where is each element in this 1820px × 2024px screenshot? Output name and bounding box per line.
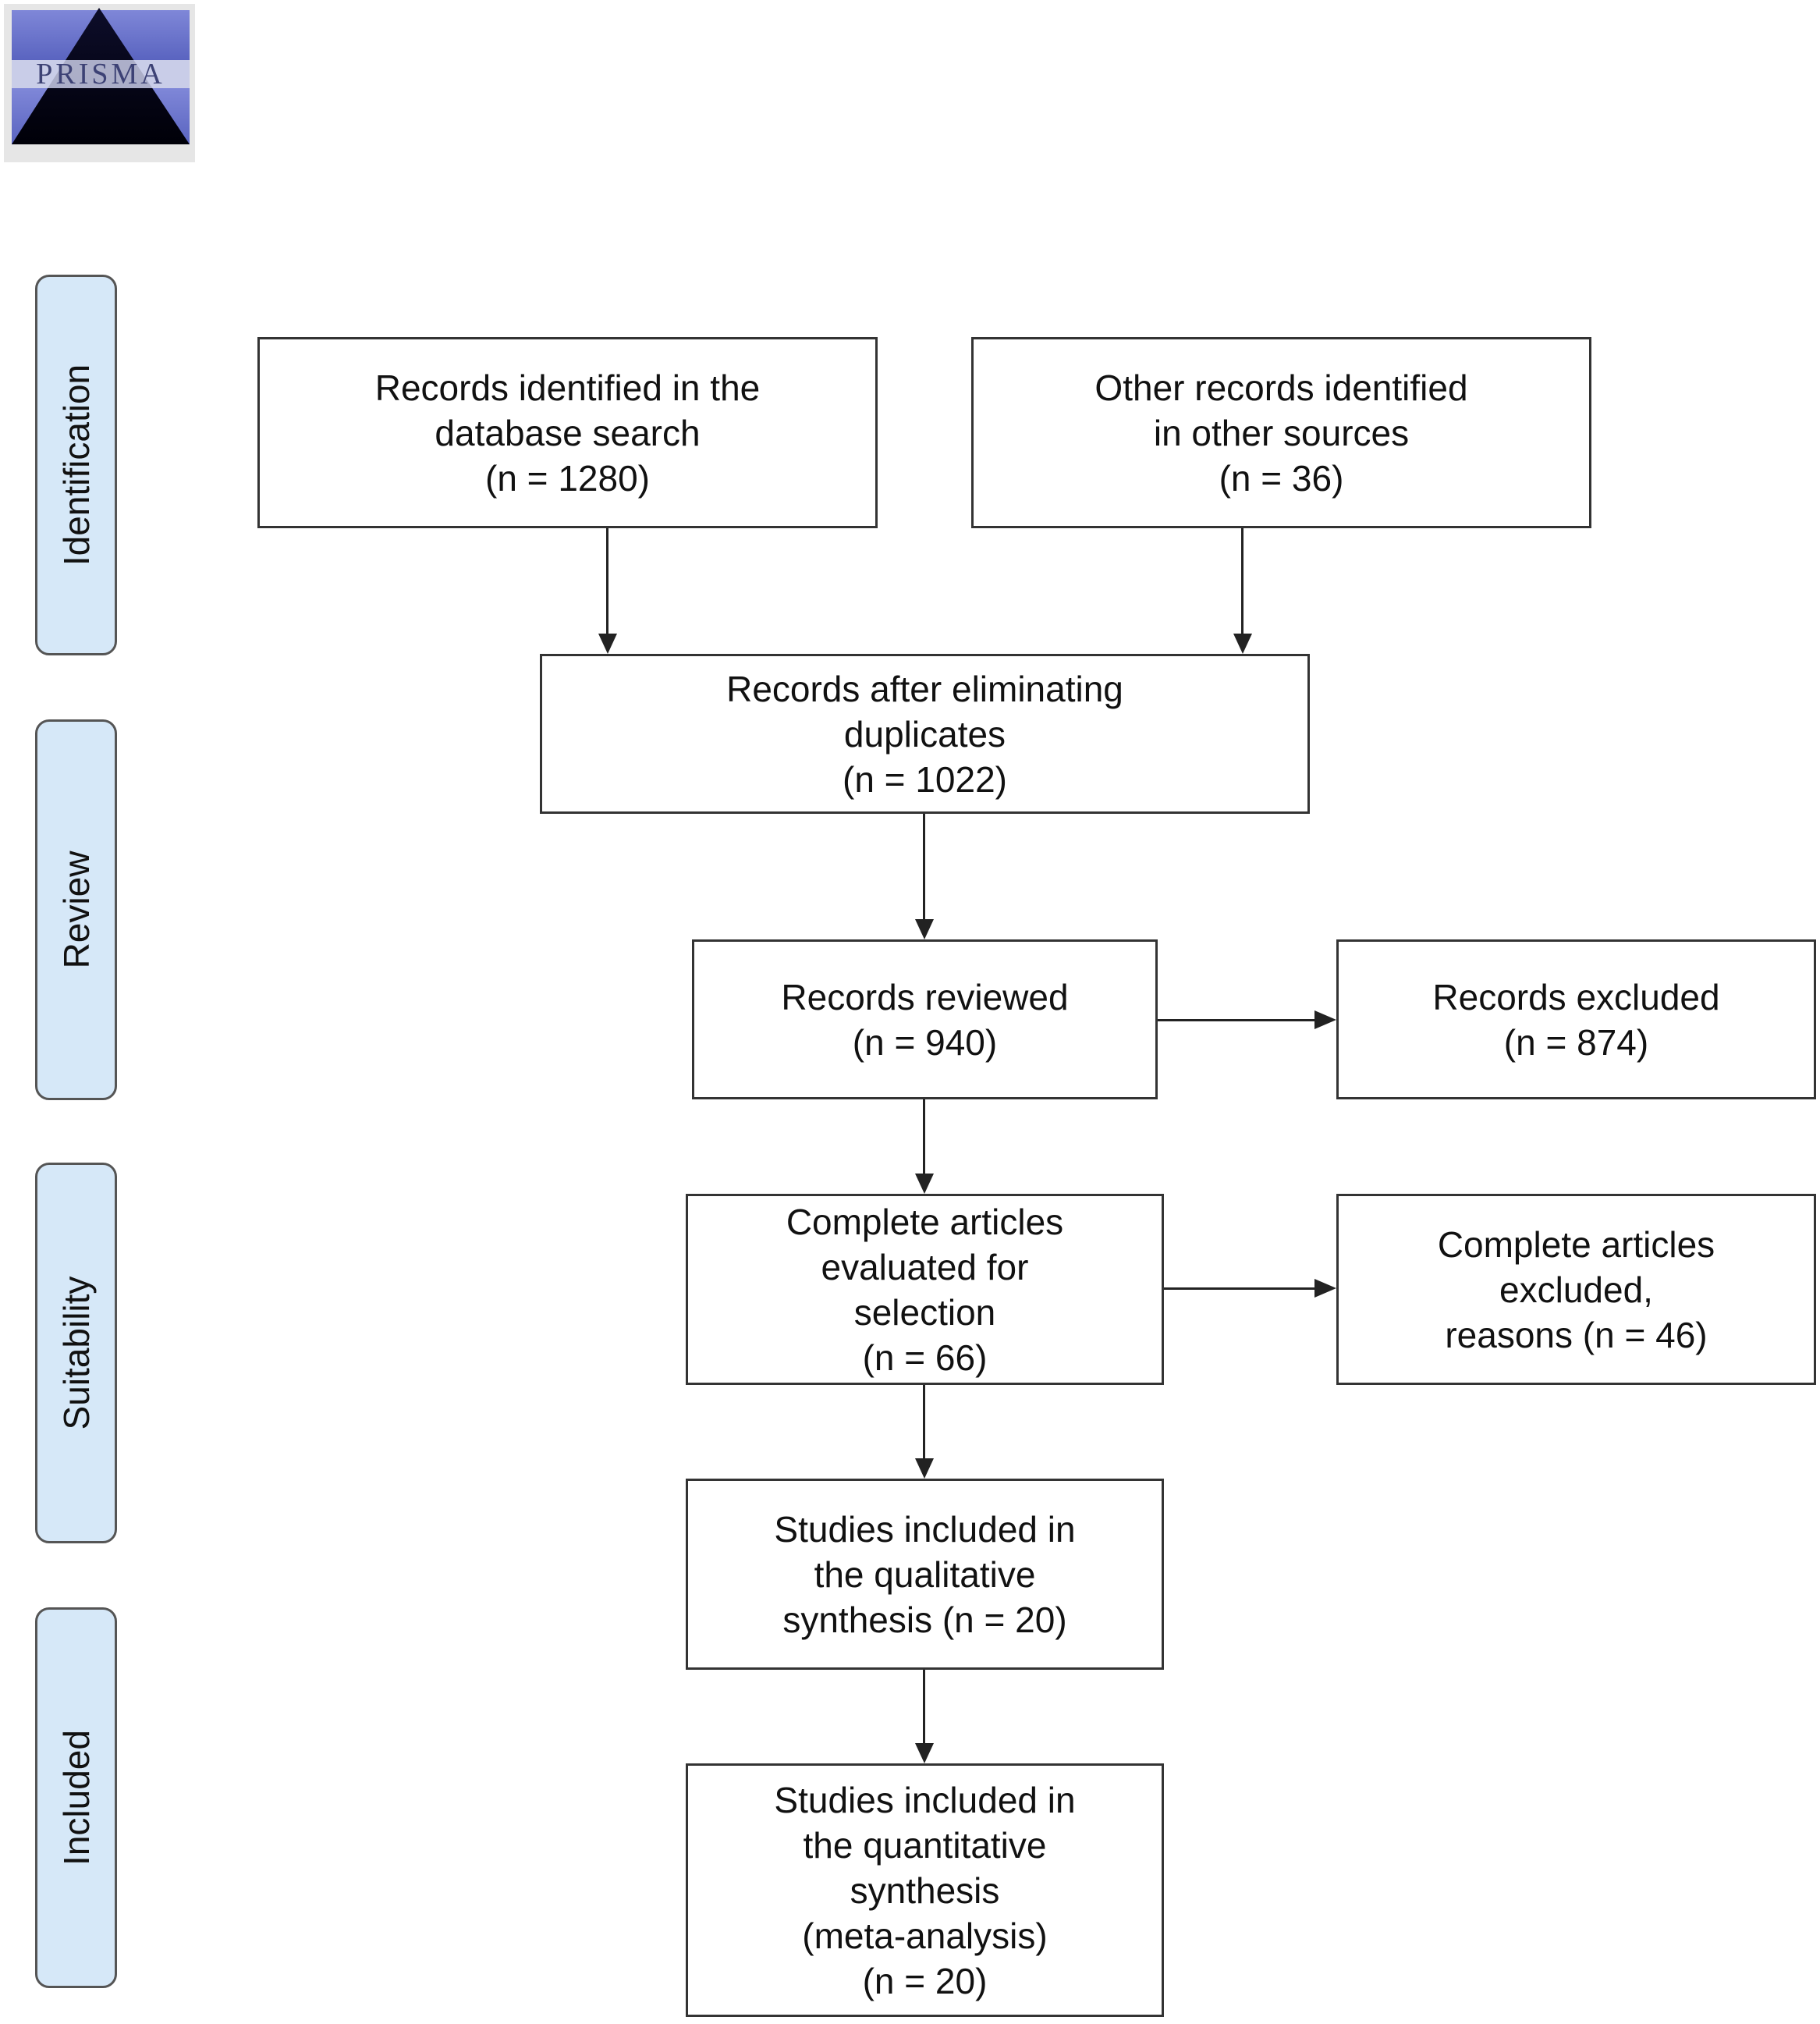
stage-label-review: Review <box>55 850 97 969</box>
connector-duplicates-to-reviewed <box>923 814 925 919</box>
arrowhead-qualitative-to-quantitative <box>915 1743 934 1763</box>
connector-database-to-duplicates <box>606 528 608 634</box>
after-duplicates-line2: duplicates <box>843 713 1006 755</box>
connector-reviewed-to-evaluated <box>923 1099 925 1174</box>
full-text-evaluated-line2: evaluated for <box>821 1246 1029 1287</box>
quantitative-line1: Studies included in <box>774 1779 1076 1820</box>
stage-identification: Identification <box>35 275 117 655</box>
stage-included: Included <box>35 1607 117 1988</box>
quantitative-line3: synthesis <box>850 1870 1000 1911</box>
arrowhead-other-to-duplicates <box>1233 634 1252 654</box>
box-qualitative-synthesis: Studies included in the qualitative synt… <box>686 1479 1164 1670</box>
prisma-logo: PRISMA <box>4 4 195 162</box>
other-sources-line1: Other records identified <box>1094 367 1468 408</box>
qualitative-count: synthesis (n = 20) <box>782 1599 1067 1640</box>
box-quantitative-synthesis: Studies included in the quantitative syn… <box>686 1763 1164 2017</box>
connector-evaluated-to-qualitative <box>923 1385 925 1458</box>
full-text-evaluated-line3: selection <box>853 1291 996 1333</box>
connector-reviewed-to-excluded <box>1158 1019 1314 1021</box>
reviewed-count: (n = 940) <box>852 1021 998 1063</box>
qualitative-line1: Studies included in <box>774 1508 1076 1550</box>
reviewed-line1: Records reviewed <box>781 976 1069 1017</box>
box-records-reviewed: Records reviewed (n = 940) <box>692 939 1158 1099</box>
stage-label-identification: Identification <box>55 364 97 566</box>
stage-suitability: Suitability <box>35 1163 117 1543</box>
arrowhead-database-to-duplicates <box>598 634 617 654</box>
database-search-line2: database search <box>435 412 701 453</box>
other-sources-line2: in other sources <box>1153 412 1410 453</box>
connector-other-to-duplicates <box>1241 528 1243 634</box>
box-after-duplicates: Records after eliminating duplicates (n … <box>540 654 1310 814</box>
full-text-evaluated-line1: Complete articles <box>786 1201 1064 1242</box>
box-records-excluded: Records excluded (n = 874) <box>1336 939 1816 1099</box>
quantitative-line4: (meta-analysis) <box>802 1915 1048 1956</box>
stage-label-included: Included <box>55 1730 97 1866</box>
other-sources-count: (n = 36) <box>1219 457 1344 499</box>
logo-text: PRISMA <box>36 58 165 91</box>
excluded-count: (n = 874) <box>1503 1021 1649 1063</box>
arrowhead-duplicates-to-reviewed <box>915 919 934 939</box>
excluded-line1: Records excluded <box>1432 976 1720 1017</box>
stage-review: Review <box>35 719 117 1100</box>
box-other-sources: Other records identified in other source… <box>971 337 1591 528</box>
qualitative-line2: the qualitative <box>814 1554 1036 1595</box>
box-database-search: Records identified in the database searc… <box>257 337 878 528</box>
arrowhead-evaluated-to-qualitative <box>915 1458 934 1479</box>
after-duplicates-line1: Records after eliminating <box>726 668 1123 709</box>
full-text-evaluated-count: (n = 66) <box>862 1337 988 1378</box>
quantitative-count: (n = 20) <box>862 1960 988 2001</box>
box-full-text-excluded: Complete articles excluded, reasons (n =… <box>1336 1194 1816 1385</box>
full-text-excluded-line1: Complete articles <box>1437 1223 1715 1265</box>
arrowhead-reviewed-to-evaluated <box>915 1174 934 1194</box>
full-text-excluded-reasons: reasons (n = 46) <box>1445 1314 1708 1355</box>
full-text-excluded-line2: excluded, <box>1499 1269 1653 1310</box>
connector-evaluated-to-excluded <box>1164 1287 1314 1290</box>
stage-label-suitability: Suitability <box>55 1276 97 1430</box>
database-search-count: (n = 1280) <box>485 457 650 499</box>
arrowhead-evaluated-to-excluded <box>1314 1279 1336 1298</box>
database-search-line1: Records identified in the <box>374 367 761 408</box>
quantitative-line2: the quantitative <box>803 1824 1047 1866</box>
box-full-text-evaluated: Complete articles evaluated for selectio… <box>686 1194 1164 1385</box>
connector-qualitative-to-quantitative <box>923 1670 925 1743</box>
after-duplicates-count: (n = 1022) <box>843 758 1007 800</box>
arrowhead-reviewed-to-excluded <box>1314 1010 1336 1029</box>
